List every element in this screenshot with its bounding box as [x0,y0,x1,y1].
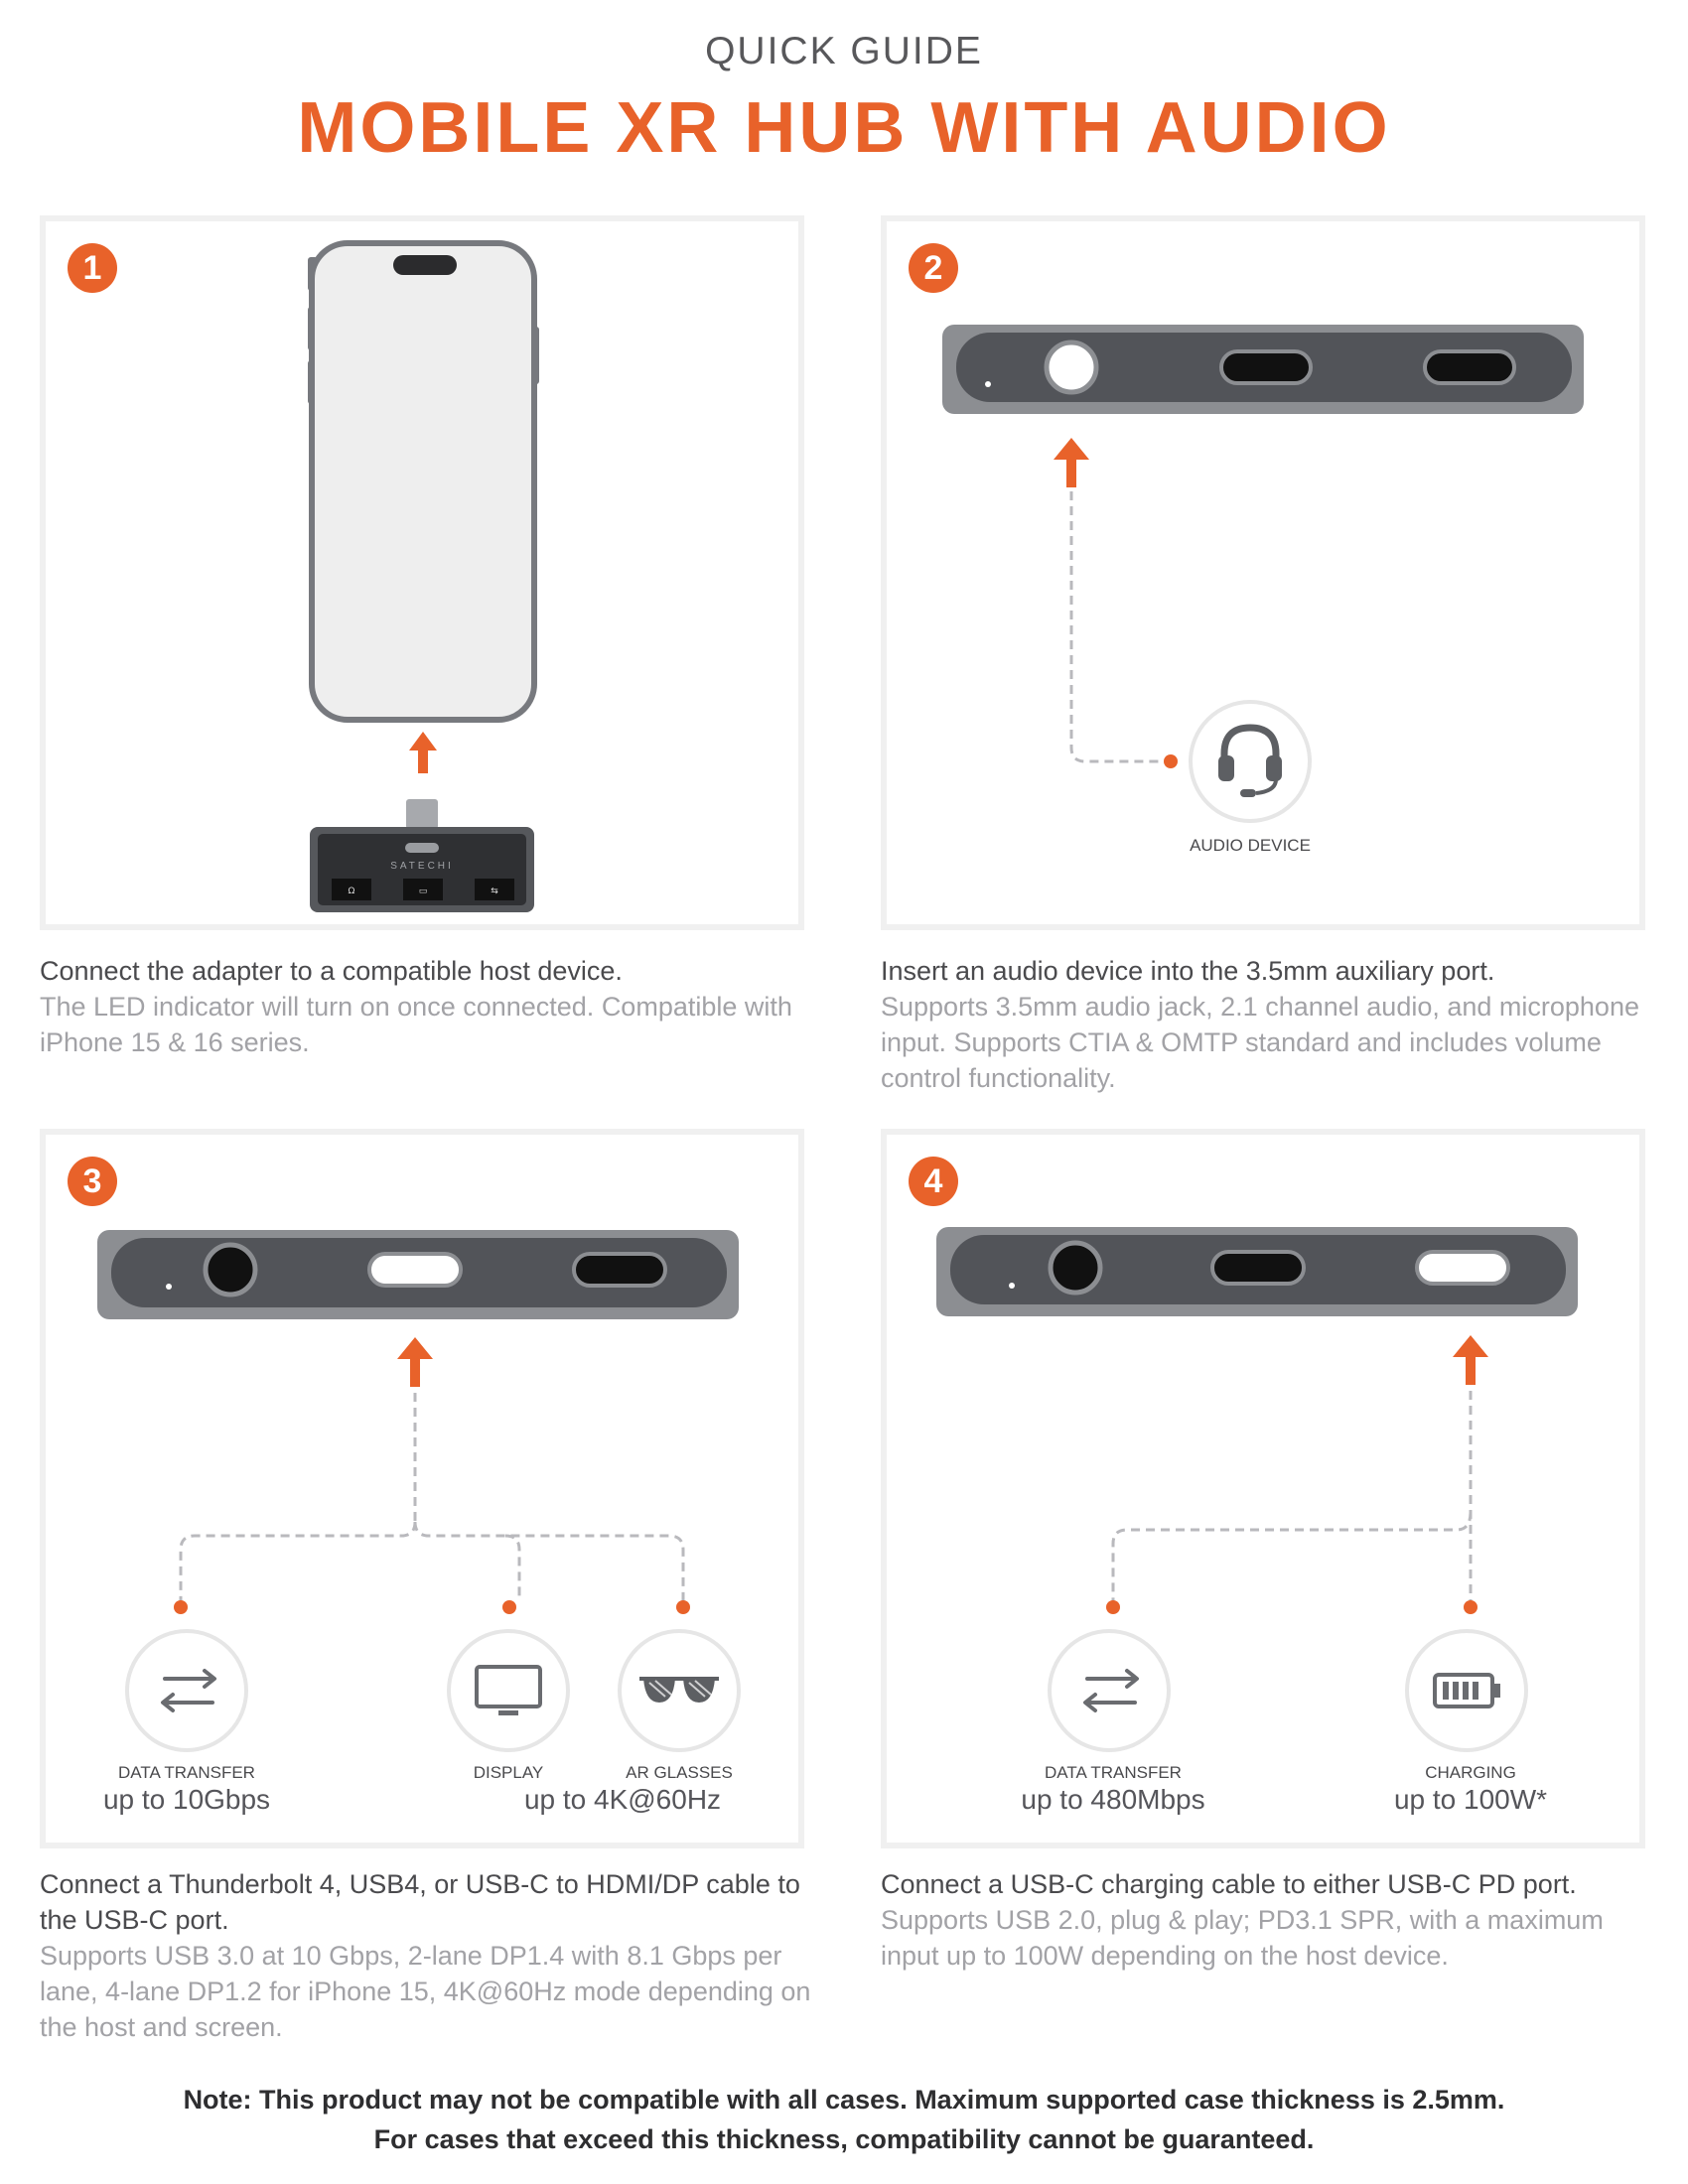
glasses-icon [618,1629,741,1752]
note-line-1: Note: This product may not be compatible… [183,2085,1505,2115]
step-4-badge: 4 [909,1157,958,1206]
step-2-caption: Insert an audio device into the 3.5mm au… [881,953,1665,1096]
step-4-panel: 4 [881,1129,1645,1848]
data-transfer-icon [1048,1629,1171,1752]
page-title: MOBILE XR HUB WITH AUDIO [297,88,1391,168]
step-3-panel: 3 [40,1129,804,1848]
connector-line [1069,491,1165,763]
step-3-sub: Supports USB 3.0 at 10 Gbps, 2-lane DP1.… [40,1941,811,2042]
step-1-lead: Connect the adapter to a compatible host… [40,956,623,986]
step-1-panel: 1 SATECHI Ω ▭ ⇆ [40,215,804,930]
step-3-badge: 3 [68,1157,117,1206]
step-2-badge: 2 [909,243,958,293]
step-1-caption: Connect the adapter to a compatible host… [40,953,824,1060]
arrow-up-icon [397,1337,433,1387]
step-2-panel: 2 AUDIO DEVICE [881,215,1645,930]
hub-icon: SATECHI Ω ▭ ⇆ [310,799,534,912]
arrow-up-icon [1054,438,1089,487]
data-transfer-icon [125,1629,248,1752]
hub-brand: SATECHI [390,861,454,872]
hub-data-mark: ⇆ [491,887,498,896]
compatibility-note: Note: This product may not be compatible… [0,2080,1688,2159]
step-3-lead: Connect a Thunderbolt 4, USB4, or USB-C … [40,1869,800,1935]
step-1-sub: The LED indicator will turn on once conn… [40,992,792,1057]
charging-spec: up to 100W* [1393,1784,1548,1815]
data-transfer-label: DATA TRANSFER [1045,1763,1182,1782]
page-pretitle: QUICK GUIDE [705,30,983,72]
step-2-sub: Supports 3.5mm audio jack, 2.1 channel a… [881,992,1639,1093]
hub-port-strip [936,1227,1578,1316]
monitor-icon [447,1629,570,1752]
step-1-badge: 1 [68,243,117,293]
step-4-lead: Connect a USB-C charging cable to either… [881,1869,1577,1899]
step-4-illustration [936,1227,1578,1752]
ar-glasses-label: AR GLASSES [626,1763,733,1782]
step-4-caption: Connect a USB-C charging cable to either… [881,1866,1665,1974]
arrow-up-icon [1453,1335,1488,1385]
hub-port-strip [942,325,1584,414]
hub-audio-mark: Ω [349,887,355,896]
step-4-sub: Supports USB 2.0, plug & play; PD3.1 SPR… [881,1905,1604,1971]
charging-label: CHARGING [1425,1763,1516,1782]
data-transfer-spec: up to 480Mbps [1021,1784,1205,1815]
battery-icon [1405,1629,1528,1752]
step-3-caption: Connect a Thunderbolt 4, USB4, or USB-C … [40,1866,824,2045]
step-1-illustration: SATECHI Ω ▭ ⇆ [308,240,539,912]
data-transfer-spec: up to 10Gbps [102,1784,271,1815]
note-line-2: For cases that exceed this thickness, co… [373,2124,1315,2154]
phone-icon [308,240,539,723]
data-transfer-label: DATA TRANSFER [118,1763,255,1782]
hub-display-mark: ▭ [419,887,428,896]
hub-port-strip [97,1230,739,1319]
step-2-illustration [942,325,1584,823]
step-2-lead: Insert an audio device into the 3.5mm au… [881,956,1495,986]
audio-device-label: AUDIO DEVICE [1190,836,1311,855]
display-label: DISPLAY [473,1763,544,1782]
headset-icon [1189,700,1312,823]
step-3-illustration [97,1230,741,1752]
connector-lines [1111,1391,1473,1601]
connector-lines [179,1393,685,1601]
display-spec: up to 4K@60Hz [523,1784,722,1815]
arrow-up-icon [409,732,437,773]
